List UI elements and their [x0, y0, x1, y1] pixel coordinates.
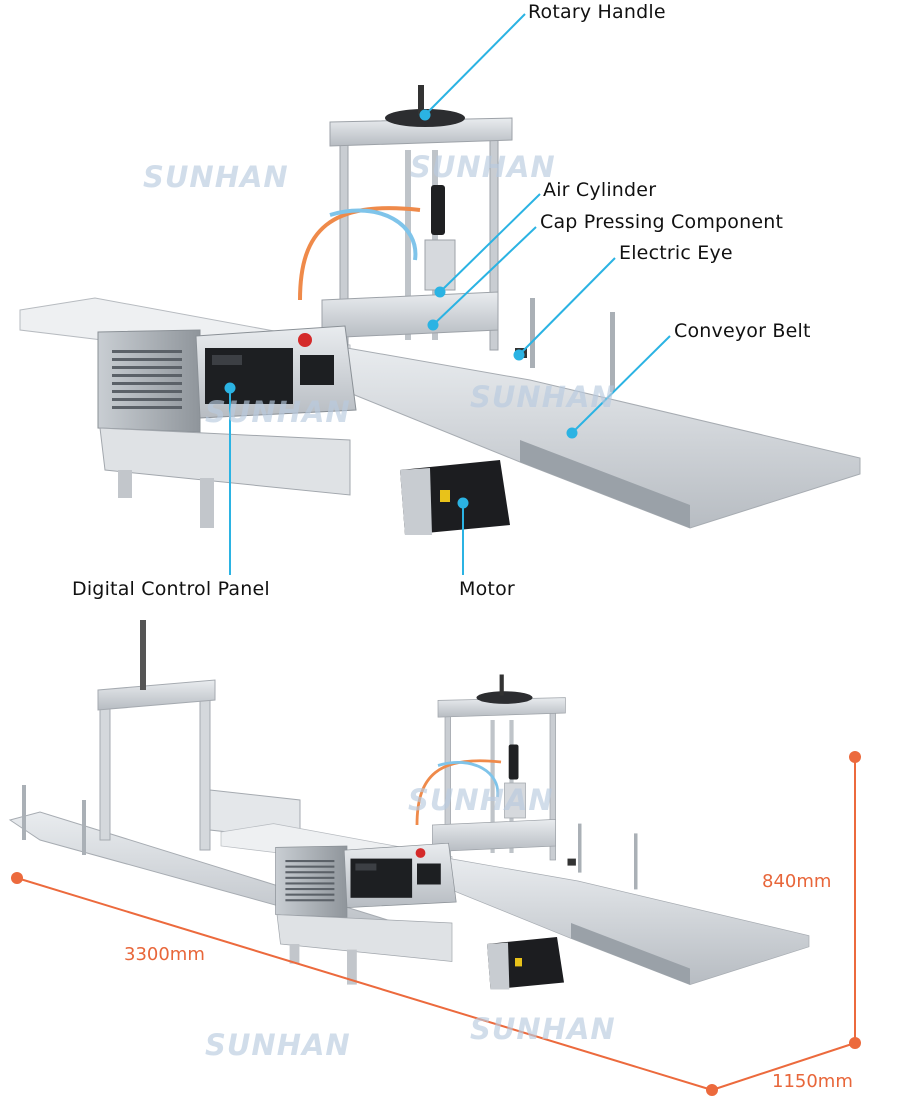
capping-machine-line-right	[221, 675, 809, 990]
watermark: SUNHAN	[205, 395, 351, 429]
label-air-cylinder: Air Cylinder	[543, 179, 657, 201]
watermark: SUNHAN	[143, 160, 289, 194]
watermark: SUNHAN	[205, 1028, 351, 1062]
callout-lines	[224, 13, 671, 575]
label-cap-pressing-component: Cap Pressing Component	[540, 211, 784, 233]
label-rotary-handle: Rotary Handle	[528, 1, 666, 23]
dimension-lines	[11, 751, 861, 1096]
label-motor: Motor	[459, 578, 515, 600]
dimension-length: 3300mm	[124, 944, 205, 965]
label-conveyor-belt: Conveyor Belt	[674, 320, 811, 342]
watermark: SUNHAN	[470, 380, 616, 414]
watermark: SUNHAN	[408, 783, 554, 817]
dimension-height: 840mm	[762, 871, 832, 892]
label-digital-control-panel: Digital Control Panel	[72, 578, 270, 600]
label-electric-eye: Electric Eye	[619, 242, 733, 264]
watermark: SUNHAN	[410, 150, 556, 184]
dimension-width: 1150mm	[772, 1071, 853, 1092]
watermark: SUNHAN	[470, 1012, 616, 1046]
